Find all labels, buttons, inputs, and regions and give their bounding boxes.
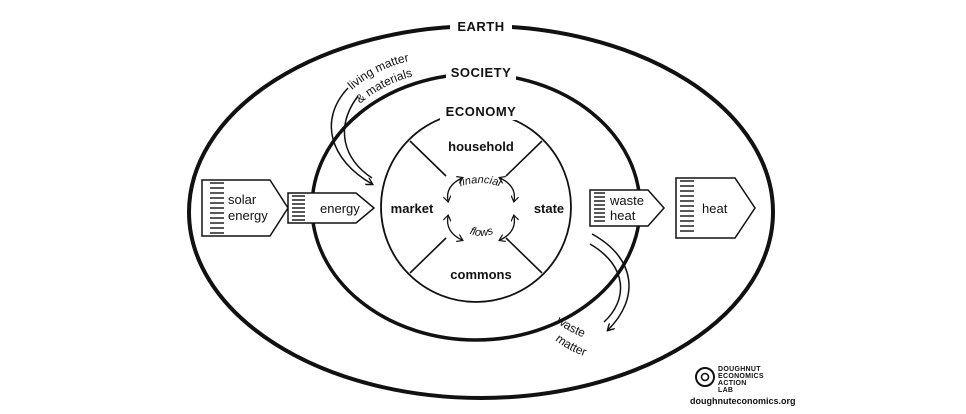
solar-label-line2: energy	[228, 208, 268, 223]
society-label: SOCIETY	[451, 65, 512, 80]
energy-arrow: energy	[287, 192, 376, 224]
sector-market: market	[391, 201, 434, 216]
lab-line-2: ECONOMICS	[718, 373, 764, 380]
sector-state: state	[534, 201, 564, 216]
curved-arrow-icon	[591, 233, 630, 330]
economy-circle: ECONOMY household market state commons	[380, 102, 572, 303]
heat-label: heat	[702, 201, 728, 216]
flow-arrow-icon	[500, 178, 514, 201]
curved-arrow-icon	[589, 243, 622, 323]
curved-arrow-icon	[343, 95, 373, 179]
waste-heat-line1: waste	[609, 193, 644, 208]
earth-ring: EARTH	[187, 16, 775, 400]
arrow-icon	[675, 177, 756, 239]
sector-commons: commons	[450, 267, 511, 282]
earth-label: EARTH	[457, 19, 504, 34]
living-matter-flow: living matter & materials	[330, 50, 414, 184]
flows-label: flows	[468, 225, 495, 239]
arrow-icon	[589, 189, 666, 227]
heat-arrow: heat	[675, 177, 756, 239]
flow-arrow-icon	[448, 216, 462, 240]
sector-divider	[505, 237, 543, 274]
financial-label: financial	[457, 174, 503, 190]
solar-energy-arrow: solar energy	[201, 179, 289, 237]
waste-heat-arrow: waste heat	[589, 189, 666, 227]
economy-label: ECONOMY	[446, 104, 517, 119]
sector-divider	[505, 140, 543, 177]
curved-arrow-icon	[330, 87, 372, 184]
website-url[interactable]: doughnuteconomics.org	[690, 396, 796, 406]
lab-line-3: ACTION	[718, 380, 747, 387]
waste-heat-line2: heat	[610, 208, 636, 223]
financial-flows: financial flows	[448, 174, 515, 240]
arrow-icon	[287, 192, 376, 224]
sector-household: household	[448, 139, 514, 154]
sector-divider	[409, 140, 447, 177]
energy-label: energy	[320, 201, 360, 216]
sector-divider	[409, 237, 447, 274]
doughnut-logo-icon	[695, 367, 715, 387]
lab-line-4: LAB	[718, 387, 733, 394]
solar-label-line1: solar	[228, 192, 257, 207]
branding: DOUGHNUT ECONOMICS ACTION LAB doughnutec…	[690, 366, 796, 406]
waste-matter-flow: waste matter	[553, 233, 630, 359]
lab-line-1: DOUGHNUT	[718, 366, 761, 373]
flow-arrow-icon	[500, 216, 514, 240]
flow-arrow-icon	[448, 178, 462, 201]
arrow-icon	[201, 179, 289, 237]
